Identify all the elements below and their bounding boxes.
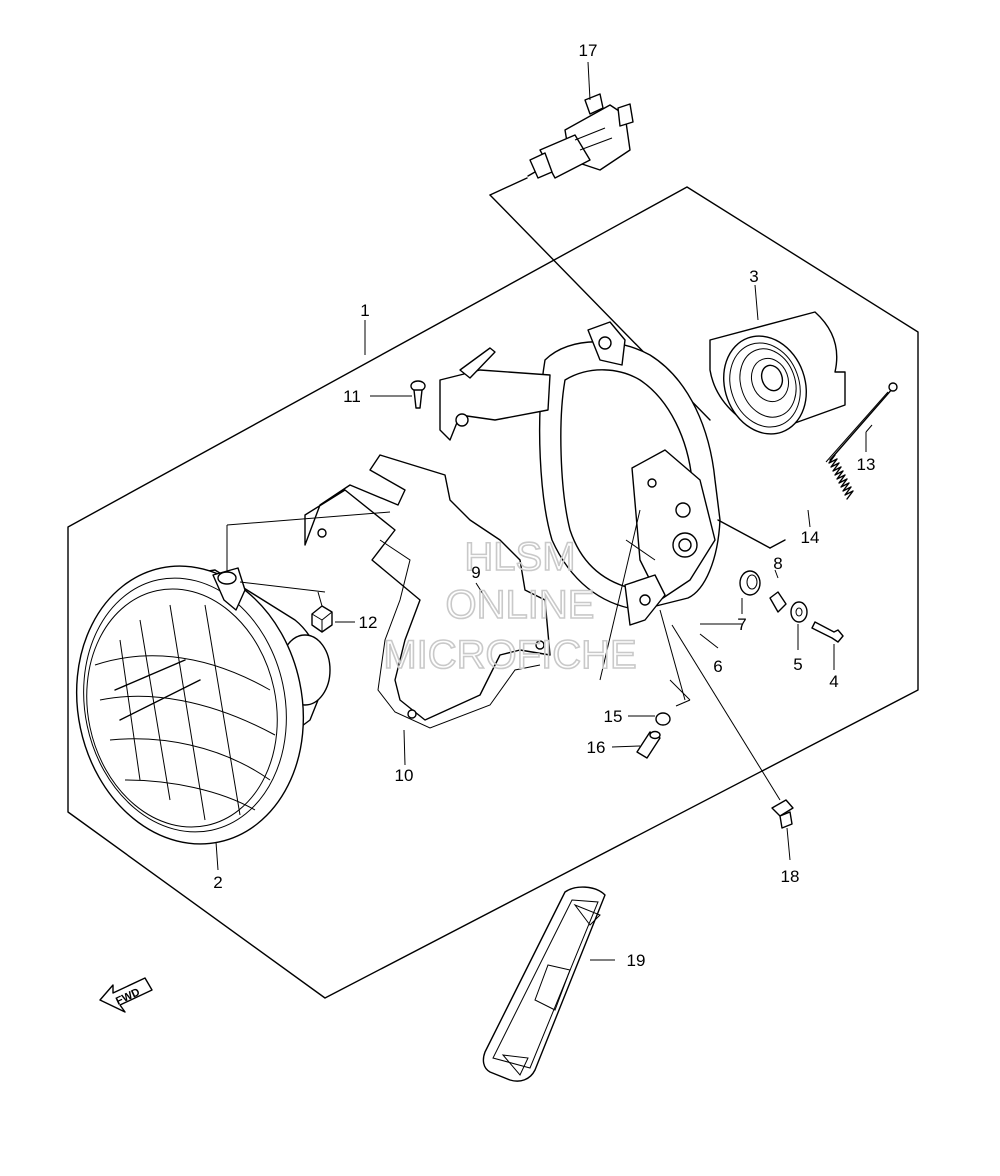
callout-14: 14: [801, 528, 820, 547]
watermark-line-2: ONLINE: [446, 583, 595, 627]
callout-6: 6: [713, 657, 722, 676]
leader-lines: [215, 61, 873, 961]
watermark: HLSM ONLINE MICROFICHE: [383, 534, 638, 678]
part-9-clip: [624, 574, 666, 626]
callout-5: 5: [793, 655, 802, 674]
part-10-bracket: [304, 347, 551, 729]
part-15-grommet: [655, 712, 671, 726]
part-16-collar: [636, 730, 661, 759]
callout-7: 7: [737, 615, 746, 634]
callout-10: 10: [395, 766, 414, 785]
part-4-screw: [811, 621, 844, 643]
assembly-outline: [67, 186, 919, 999]
part-19-reflector: [482, 886, 606, 1082]
part-2-headlamp-unit: [75, 565, 331, 845]
callout-19: 19: [627, 951, 646, 970]
callout-4: 4: [829, 672, 838, 691]
fwd-arrow-icon: FWD: [99, 977, 153, 1013]
part-5-washer: [790, 601, 808, 623]
part-11-screw: [410, 380, 426, 409]
callout-13: 13: [857, 455, 876, 474]
part-7-grommet: [739, 570, 761, 596]
part-12-nut: [311, 605, 333, 633]
part-8-collar: [769, 591, 787, 613]
fwd-label: FWD: [114, 986, 142, 1007]
callout-labels: 17 1 3 11 13 14 8 7 6 5 4 9 12 15 16 10 …: [213, 41, 875, 970]
part-14-spring: [828, 454, 854, 500]
callout-2: 2: [213, 873, 222, 892]
callout-8: 8: [773, 554, 782, 573]
part-17-bulb: [527, 93, 634, 179]
watermark-line-3: MICROFICHE: [383, 633, 636, 677]
callout-9: 9: [471, 563, 480, 582]
housing-ring: [538, 321, 721, 611]
part-13-adjust-screw: [825, 382, 898, 463]
part-3-dust-cover: [709, 311, 846, 435]
watermark-line-1: HLSM: [464, 535, 575, 579]
callout-11: 11: [343, 387, 361, 406]
callout-3: 3: [749, 267, 758, 286]
callout-16: 16: [587, 738, 606, 757]
callout-17: 17: [579, 41, 598, 60]
callout-12: 12: [359, 613, 378, 632]
callout-1: 1: [360, 301, 369, 320]
callout-18: 18: [781, 867, 800, 886]
callout-15: 15: [604, 707, 623, 726]
part-18-bolt: [771, 799, 794, 829]
